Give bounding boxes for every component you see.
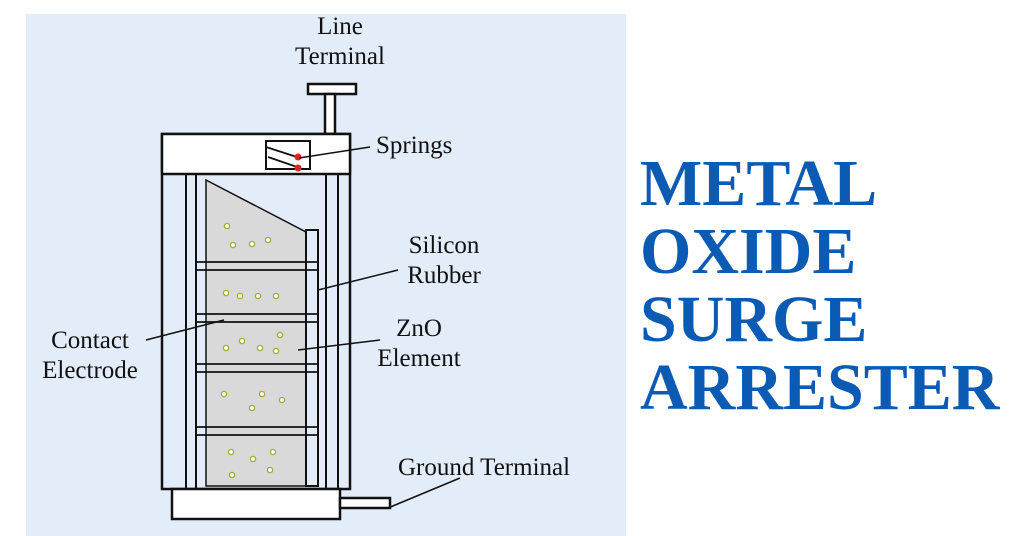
silicon-rubber-label-line1: Silicon [408,232,480,259]
springs-label: Springs [376,132,453,159]
contact-electrode-leader [145,319,225,341]
line-terminal-label-line2: Terminal [295,43,385,70]
ground-terminal-leader [387,477,461,509]
line-terminal-cap [306,82,358,96]
silicon-rubber-leader [317,269,399,291]
spring-dot [294,153,302,161]
silicon-rubber-label: Silicon Rubber [394,231,494,291]
ground-terminal-stub [338,496,392,510]
line-terminal-label: Line Terminal [272,12,408,72]
silicon-rubber-strip [305,229,319,487]
title-line: METAL [640,147,878,220]
springs-leader [298,146,371,159]
page-title: METAL OXIDE SURGE ARRESTER [640,150,999,422]
top-chamber [160,132,352,176]
spring-dot [294,164,302,172]
zno-leader [297,339,381,351]
zno-element-label-line2: Element [377,345,461,372]
ground-terminal-label: Ground Terminal [398,454,571,481]
line-terminal-stem [323,92,337,136]
zno-element-label-line1: ZnO [396,315,442,342]
title-line: SURGE [640,283,868,356]
contact-electrode-label-line1: Contact [51,327,129,354]
bottom-base [170,487,342,521]
zno-element-column [205,178,307,487]
line-terminal-label-line1: Line [317,13,363,40]
contact-electrode-label: Contact Electrode [28,326,152,386]
title-line: ARRESTER [640,351,1000,424]
title-line: OXIDE [640,215,857,288]
silicon-rubber-label-line2: Rubber [407,262,481,289]
zno-element-label: ZnO Element [366,314,472,374]
contact-electrode-label-line2: Electrode [42,357,138,384]
